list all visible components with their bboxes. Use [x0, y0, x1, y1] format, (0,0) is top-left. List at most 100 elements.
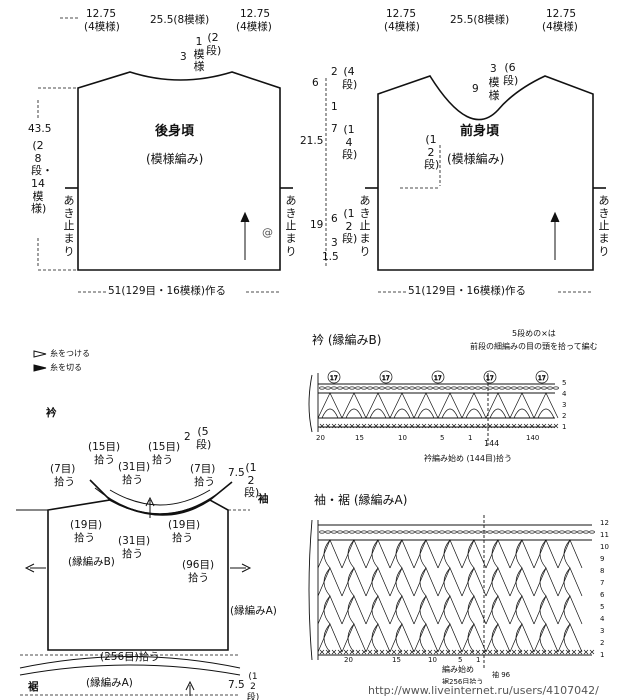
chart-a-ch	[559, 530, 565, 534]
chart-a-stitch	[461, 539, 487, 569]
chart-a-stitch	[317, 595, 343, 625]
chart-a-stitch	[515, 539, 523, 569]
back-neck-stitches: 3	[180, 51, 187, 63]
chart-a-ch	[583, 530, 589, 534]
chart-b-sc	[475, 423, 481, 429]
chart_a-rows-7: 5	[600, 603, 605, 611]
asm-sleeve-label: 袖	[258, 493, 269, 505]
chart-b-ch	[409, 386, 415, 390]
chart-b-ch	[445, 386, 451, 390]
chart_a-xticks-4: 1	[476, 656, 481, 664]
chart-a-sc	[403, 649, 409, 655]
chart-a-stitch	[323, 539, 331, 569]
chart_b-rows-0: 5	[562, 379, 567, 387]
asm-hem-edge: (縁編みA)	[86, 677, 133, 689]
back-bottom: 51(129目・16模様)作る	[108, 285, 226, 297]
chart-b-stitch	[321, 408, 339, 419]
chart-b-ch	[499, 386, 505, 390]
chart-a-sc	[355, 649, 361, 655]
back-subtitle: (模様編み)	[146, 152, 204, 166]
chart_a-rows-11: 1	[600, 651, 605, 659]
chart_b-rows-1: 4	[562, 390, 567, 398]
chart-a-sc	[409, 649, 415, 655]
chart-a-stitch	[341, 595, 367, 625]
chart-b-ch	[439, 386, 445, 390]
front-neck-9: 9	[472, 83, 479, 95]
chart-a-stitch	[467, 623, 475, 653]
chart-a-ch	[481, 530, 487, 534]
chart-b-stitch	[441, 408, 459, 419]
chart-a-sc	[541, 649, 547, 655]
front-neck-mk: 模様	[488, 76, 500, 102]
chart-a-stitch	[491, 595, 499, 625]
chart-a-ch	[469, 530, 475, 534]
chart-b-ch	[427, 386, 433, 390]
chart-a-ch	[505, 530, 511, 534]
chart-a-stitch	[515, 623, 523, 653]
asm-s12dan: (12段)	[244, 461, 260, 500]
front-left-6: 6	[312, 77, 319, 89]
chart-a-sc	[337, 649, 343, 655]
chart-a-stitch	[419, 567, 427, 597]
chart-b-circle-num: 17	[486, 375, 494, 382]
chart_a-xticks-2: 10	[428, 656, 437, 664]
chart-b-sc	[493, 423, 499, 429]
chart-a-sc	[463, 649, 469, 655]
chart-b-sc	[433, 423, 439, 429]
chart-a-stitch	[461, 623, 487, 653]
chart-a-ch	[475, 530, 481, 534]
chart-b-stitch	[537, 408, 555, 419]
chart-a-stitch	[491, 539, 499, 569]
asm-hem-256: (256目)拾う	[100, 651, 160, 663]
back-neck-rows2: (2 段)	[206, 31, 222, 57]
chart-b-ch	[343, 386, 349, 390]
chart-a-ch	[571, 530, 577, 534]
front-left-3: 3	[331, 237, 338, 249]
chart-b-ch	[535, 386, 541, 390]
chart-a-stitch	[395, 539, 403, 569]
chart-b-sc	[361, 423, 367, 429]
chart-a-ch	[529, 530, 535, 534]
back-height-sub: (28段・14模様)	[31, 139, 53, 216]
chart-a-ch	[397, 530, 403, 534]
chart-a-stitch	[515, 567, 523, 597]
chart-a-sc	[535, 649, 541, 655]
chart-a-stitch	[365, 623, 391, 653]
asm-r7: (7目)	[190, 463, 216, 475]
asm-r15b: 拾う	[152, 454, 173, 466]
chart-a-stitch	[395, 623, 403, 653]
chart_a-rows-3: 9	[600, 555, 605, 563]
chart_b-xticks-0: 20	[316, 434, 325, 442]
chart-a-sc	[349, 649, 355, 655]
chart-a-stitch	[437, 567, 463, 597]
chart-a-stitch	[539, 623, 547, 653]
chart-a-ch	[487, 530, 493, 534]
chart-a-sc	[451, 649, 457, 655]
chart-a-start-label: 編み始め	[442, 665, 474, 674]
chart-a-ch	[589, 530, 595, 534]
front-title: 前身頃	[460, 124, 500, 139]
chart-a-ch	[511, 530, 517, 534]
chart-b-ch	[433, 386, 439, 390]
chart-a-sc	[583, 649, 589, 655]
back-top-left-sub: (4模様)	[84, 21, 120, 33]
chart-a-sc	[481, 649, 487, 655]
chart-a-stitch	[485, 595, 511, 625]
chart-a-sc	[367, 649, 373, 655]
asm-b75: 7.5	[228, 679, 245, 691]
back-height: 43.5	[28, 123, 52, 135]
chart-b-ch	[397, 386, 403, 390]
chart-b-sc	[397, 423, 403, 429]
chart-a-sc	[457, 649, 463, 655]
chart-a-ch	[421, 530, 427, 534]
asm-l31: (31目)	[118, 461, 151, 473]
asm-hem-label: 裾	[28, 681, 39, 693]
chart-a-sc	[445, 649, 451, 655]
front-slit-left-label: あき止まり	[359, 194, 371, 258]
chart-a-ch	[457, 530, 463, 534]
chart-b-sc	[541, 423, 547, 429]
chart-b-ch	[421, 386, 427, 390]
chart-b-title: 衿 (縁編みB)	[312, 333, 382, 347]
chart-a-sc	[487, 649, 493, 655]
chart-a-stitch	[437, 623, 463, 653]
